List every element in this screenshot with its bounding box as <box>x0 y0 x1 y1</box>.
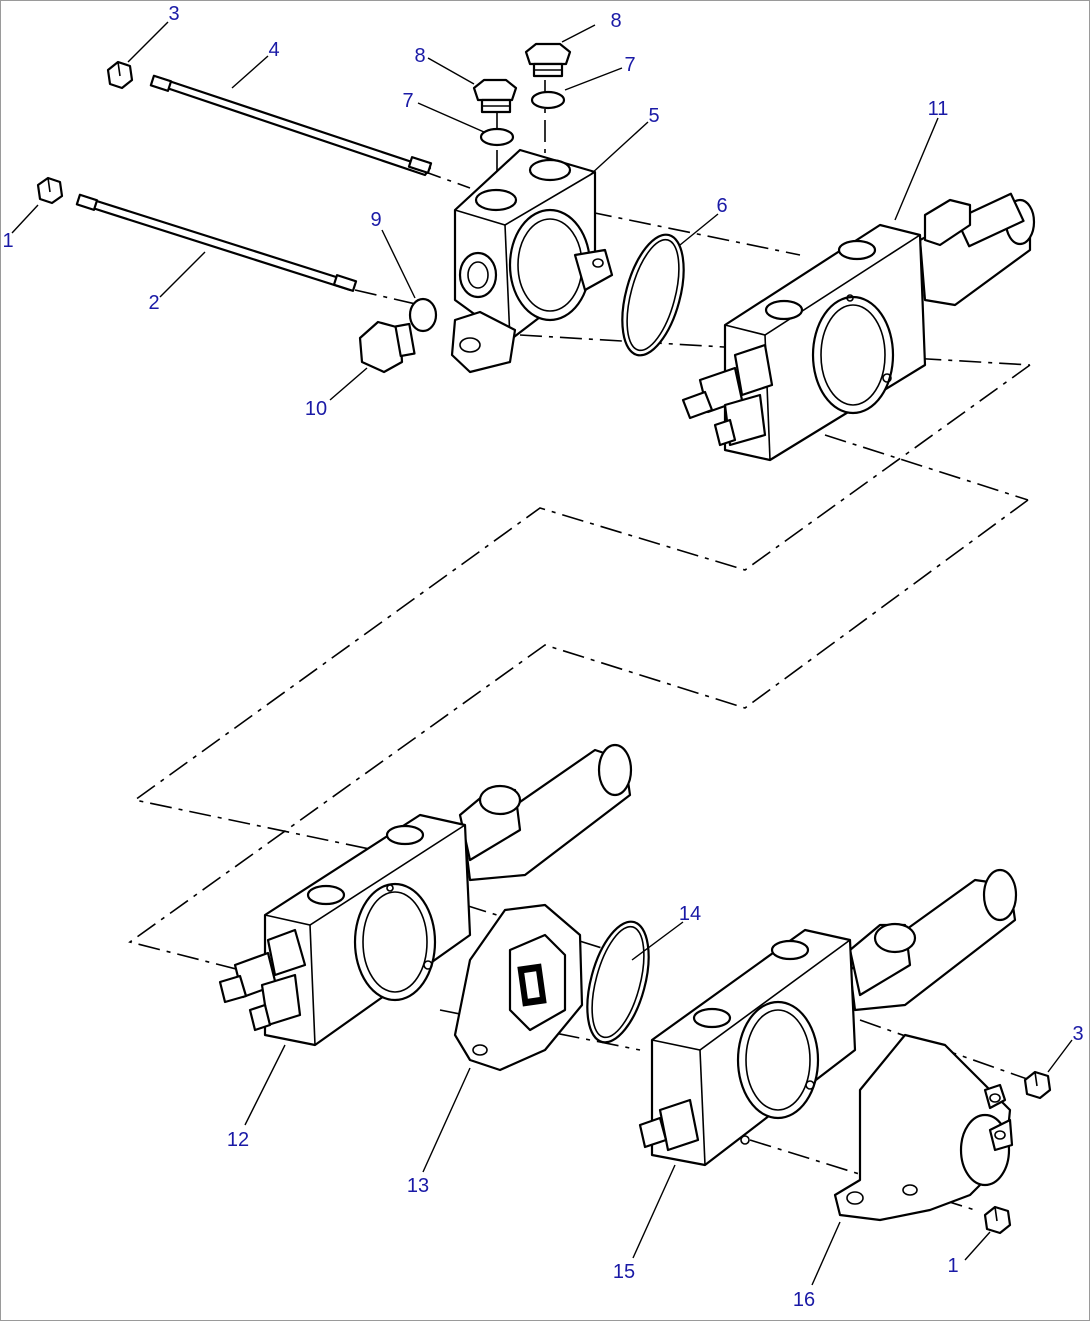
part-4-tie-rod-upper <box>149 74 433 177</box>
callout-16: 16 <box>793 1289 815 1311</box>
part-8-plug-left <box>472 78 518 114</box>
callout-9: 9 <box>370 209 381 231</box>
part-12-valve-section <box>218 743 633 1047</box>
callout-13: 13 <box>407 1175 429 1197</box>
part-7-oring-left <box>479 127 515 147</box>
callout-3-top: 3 <box>168 3 179 25</box>
callout-7-right: 7 <box>624 54 635 76</box>
callout-3-right: 3 <box>1072 1023 1083 1045</box>
callout-1-left: 1 <box>2 230 13 252</box>
callout-12: 12 <box>227 1129 249 1151</box>
part-14-oring <box>586 920 650 1044</box>
callout-14: 14 <box>679 903 701 925</box>
part-5-inlet-cover <box>450 148 614 374</box>
part-11-valve-section <box>681 192 1036 462</box>
part-3-nut-right <box>1023 1070 1052 1100</box>
part-1-nut-bottom <box>983 1205 1012 1235</box>
callout-11: 11 <box>928 98 949 120</box>
part-16-end-cover <box>833 1033 1014 1222</box>
part-6-oring <box>621 233 685 357</box>
callouts: 3 4 1 2 8 8 7 7 5 9 6 10 11 14 3 12 13 1… <box>2 3 1083 1311</box>
part-13-spacer-plate <box>453 903 584 1072</box>
callout-2: 2 <box>148 292 159 314</box>
part-15-valve-section <box>638 868 1018 1167</box>
callout-6: 6 <box>716 195 727 217</box>
callout-8-right: 8 <box>610 10 621 32</box>
callout-7-left: 7 <box>402 90 413 112</box>
part-8-plug-right <box>524 42 572 78</box>
callout-5: 5 <box>648 105 659 127</box>
part-7-oring-right <box>530 90 566 110</box>
part-3-nut-top <box>106 60 134 90</box>
part-1-nut-left <box>36 176 64 205</box>
callout-8-left: 8 <box>414 45 425 67</box>
part-10-plug <box>358 320 416 374</box>
callout-4: 4 <box>268 39 279 61</box>
callout-10: 10 <box>305 398 327 420</box>
part-9-oring <box>408 297 438 333</box>
callout-1-bottom: 1 <box>947 1255 958 1277</box>
callout-15: 15 <box>613 1261 635 1283</box>
leader-lines <box>11 21 1073 1286</box>
part-2-tie-rod-lower <box>75 193 358 292</box>
